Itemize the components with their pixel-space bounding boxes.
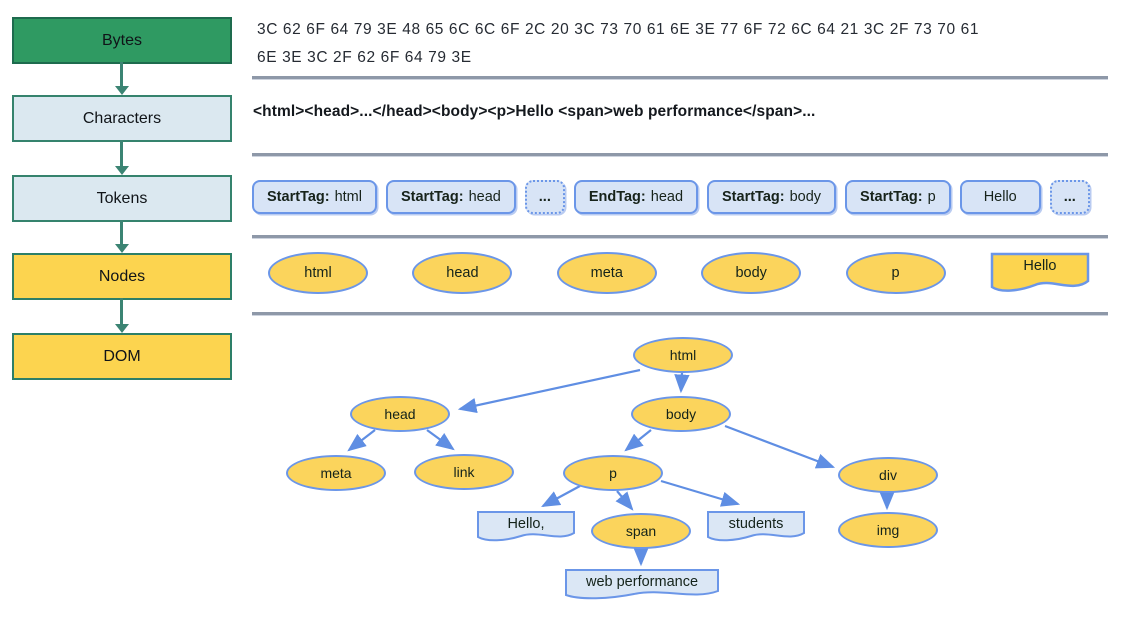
node-body: body <box>701 252 802 294</box>
tree-node-p: p <box>563 455 663 491</box>
row-divider-2 <box>252 153 1108 157</box>
stage-nodes: Nodes <box>12 253 232 300</box>
flow-arrow-2 <box>114 140 129 175</box>
flow-arrow-3 <box>114 220 129 253</box>
stage-dom-label: DOM <box>103 347 141 365</box>
stage-bytes-label: Bytes <box>101 31 142 49</box>
node-text-hello: Hello <box>990 252 1090 296</box>
row-divider-3 <box>252 235 1108 239</box>
token-label: StartTag: <box>400 189 464 205</box>
node-head: head <box>412 252 513 294</box>
bytes-hex-line1: 3C 62 6F 64 79 3E 48 65 6C 6C 6F 2C 20 3… <box>257 21 980 38</box>
tree-node-meta: meta <box>286 455 386 491</box>
token-value: head <box>650 189 684 205</box>
dom-tree-edges <box>347 368 895 567</box>
dom-tree: html head body meta link p div span img … <box>250 315 1123 622</box>
flow-arrow-1 <box>114 62 129 95</box>
token-text-hello: Hello <box>959 180 1041 214</box>
characters-markup-text: <html><head>...</head><body><p>Hello <sp… <box>253 103 816 120</box>
token-starttag-body: StartTag: body <box>707 180 837 214</box>
document-shape-icon <box>707 511 805 542</box>
bytes-hex-line2: 6E 3E 3C 2F 62 6F 64 79 3E <box>257 49 472 66</box>
row-divider-1 <box>252 76 1108 80</box>
tree-text-students: students <box>706 510 806 544</box>
tree-node-div: div <box>838 457 938 493</box>
token-ellipsis-2: ... <box>1049 180 1090 214</box>
token-starttag-p: StartTag: p <box>845 180 951 214</box>
token-starttag-html: StartTag: html <box>252 180 377 214</box>
bytes-hex-text: 3C 62 6F 64 79 3E 48 65 6C 6C 6F 2C 20 3… <box>257 16 1097 72</box>
document-shape-icon <box>990 252 1090 292</box>
stage-tokens: Tokens <box>12 175 232 222</box>
token-label: StartTag: <box>267 189 330 205</box>
stage-dom: DOM <box>12 333 232 380</box>
token-endtag-head: EndTag: head <box>573 180 699 214</box>
stage-characters: Characters <box>12 95 232 142</box>
tree-text-hello-label: Hello, <box>507 516 545 532</box>
token-row: StartTag: html StartTag: head ... EndTag… <box>252 180 1108 214</box>
stage-characters-label: Characters <box>82 109 162 127</box>
document-shape-icon <box>477 511 575 542</box>
tree-node-body: body <box>631 396 731 432</box>
tree-text-web-performance: web performance <box>564 568 720 602</box>
flow-arrow-4 <box>114 298 129 333</box>
node-text-hello-label: Hello <box>1023 258 1057 274</box>
token-ellipsis-1: ... <box>524 180 565 214</box>
document-shape-icon <box>565 569 719 600</box>
token-value: p <box>927 189 936 205</box>
tree-node-link: link <box>414 454 514 490</box>
token-starttag-head: StartTag: head <box>385 180 516 214</box>
token-label: StartTag: <box>722 189 785 205</box>
tree-node-head: head <box>350 396 450 432</box>
node-p: p <box>845 252 946 294</box>
tree-text-hello: Hello, <box>476 510 576 544</box>
stage-bytes: Bytes <box>12 17 232 64</box>
tree-text-web-performance-label: web performance <box>585 574 699 590</box>
stage-tokens-label: Tokens <box>96 189 148 207</box>
row-divider-4 <box>252 312 1108 316</box>
token-value: body <box>789 189 822 205</box>
node-row: html head meta body p Hello <box>268 252 1090 296</box>
node-meta: meta <box>556 252 657 294</box>
tree-node-img: img <box>838 512 938 548</box>
tree-node-html: html <box>633 337 733 373</box>
stage-nodes-label: Nodes <box>98 267 146 285</box>
tree-text-students-label: students <box>728 516 784 532</box>
token-value: head <box>468 189 501 205</box>
token-value: html <box>334 189 362 205</box>
tree-node-span: span <box>591 513 691 549</box>
node-html: html <box>268 252 368 294</box>
token-label: StartTag: <box>860 189 923 205</box>
token-label: EndTag: <box>588 189 646 205</box>
